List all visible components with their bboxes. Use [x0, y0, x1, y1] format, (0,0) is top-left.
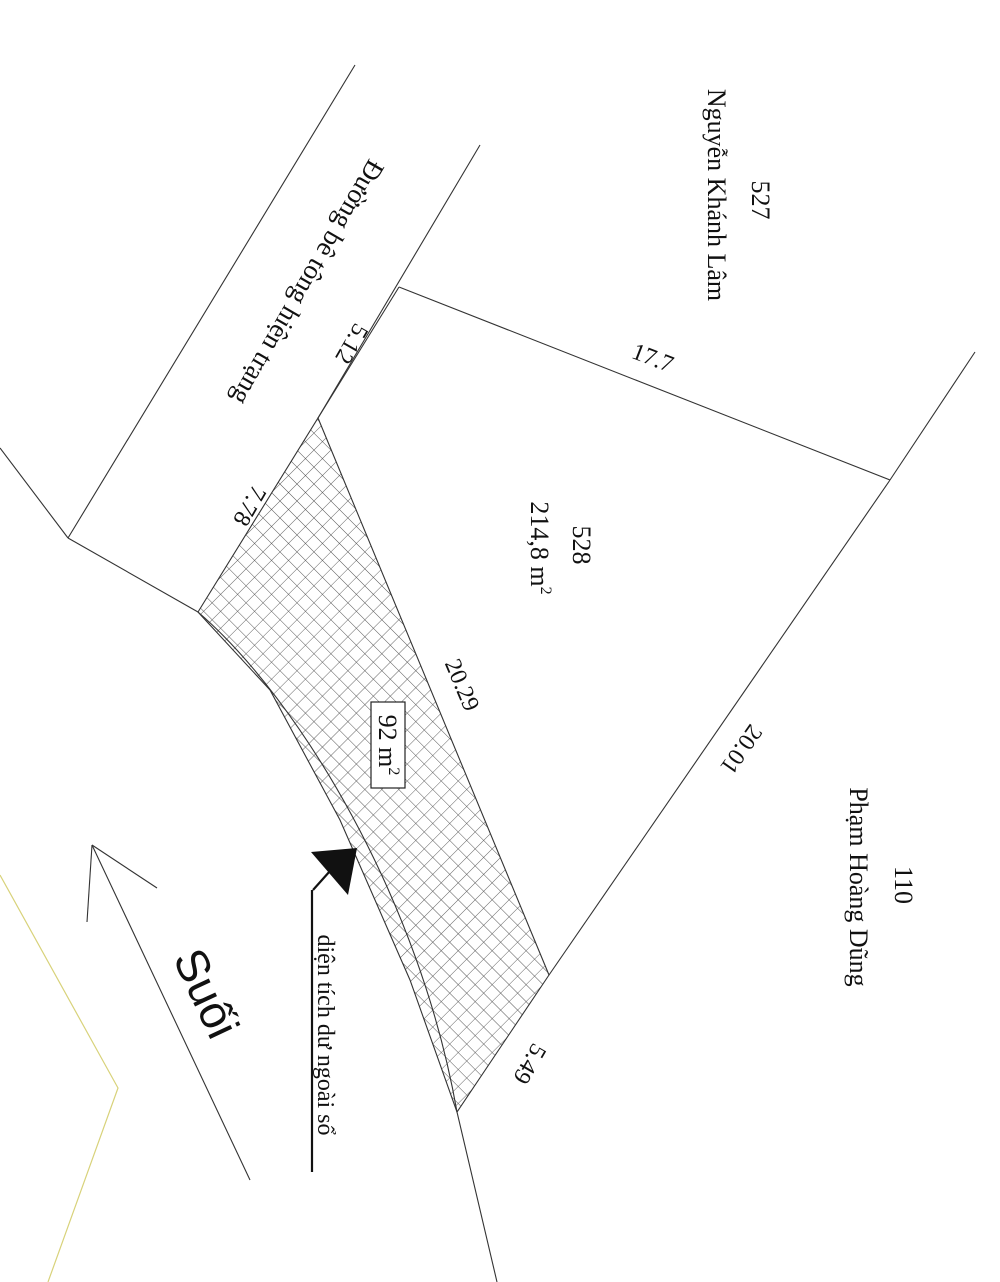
road-inner-edge [317, 144, 481, 419]
edge-inner-diagonal: 20.29 [439, 655, 484, 715]
parcel-110-owner: Phạm Hoàng Dũng [844, 787, 873, 986]
edge-north-side: 17.7 [628, 339, 677, 378]
excess-area-note: diện tích dư ngoài sổ [312, 935, 338, 1136]
edge-east-side: 20.01 [715, 719, 767, 778]
edge-road-front: 5.12 [329, 319, 373, 368]
stream-bank-line [197, 611, 498, 1282]
road-label: Đường bê tông hiện trạng [225, 155, 390, 411]
north-boundary-extension [317, 286, 400, 419]
parcel-110-number: 110 [889, 866, 918, 904]
excess-area-value: 92 m2 [373, 715, 402, 776]
north-boundary [398, 286, 891, 481]
east-boundary [548, 479, 891, 976]
excess-area-box [370, 701, 406, 789]
excess-pointer-arrow [310, 848, 357, 1172]
stream-label: Suối [163, 941, 249, 1046]
east-boundary-extension [889, 351, 976, 481]
stream-direction-arrow [86, 844, 251, 1181]
parcel-528-number: 528 [567, 526, 596, 565]
parcel-527-owner: Nguyễn Khánh Lâm [702, 89, 731, 301]
road-end-line [67, 537, 199, 613]
edge-south-side: 5.49 [507, 1039, 551, 1088]
road-outer-edge [67, 64, 356, 539]
parcel-527-number: 527 [746, 181, 775, 220]
parcel-528-area: 214,8 m2 [525, 501, 554, 594]
left-cut-line [0, 447, 69, 539]
yellow-boundary-line [0, 874, 119, 1282]
